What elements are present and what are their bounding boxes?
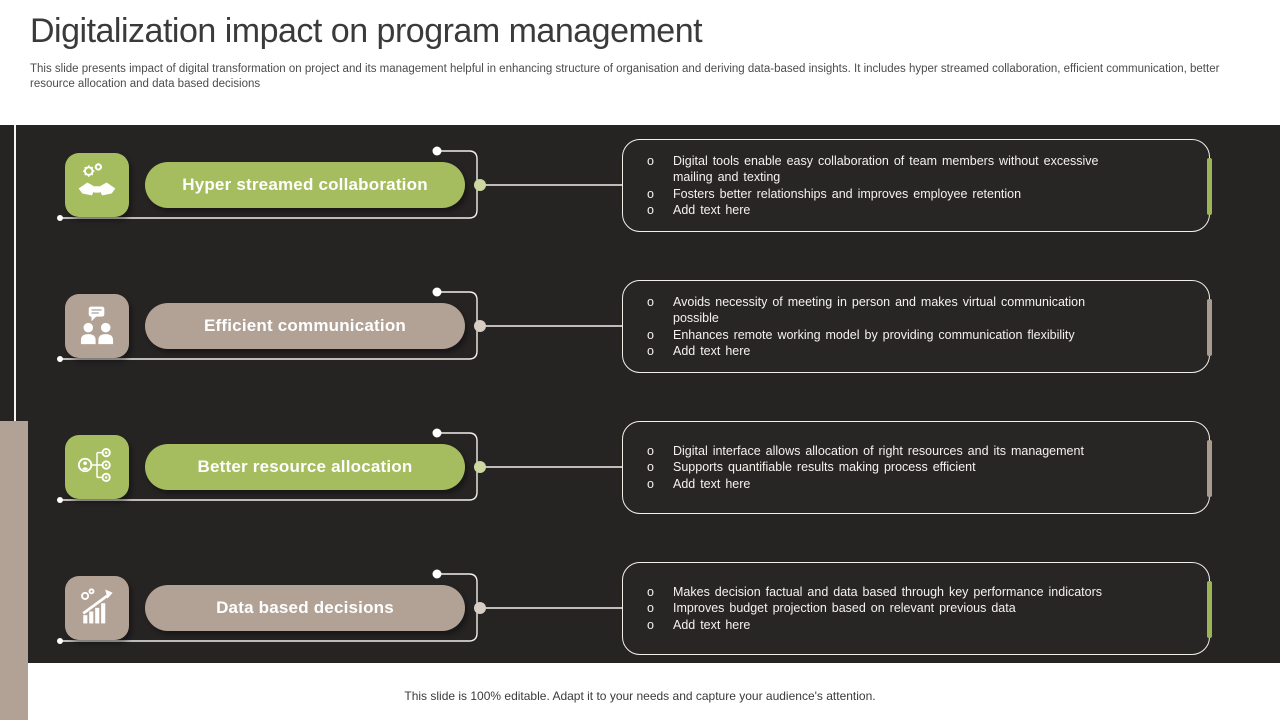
bullet-text: Enhances remote working model by providi…: [673, 327, 1075, 342]
connector-bracket: [57, 569, 624, 644]
icon-tile: [65, 294, 129, 358]
bullet-marker: o: [647, 327, 654, 342]
row-label-pill: Efficient communication: [145, 303, 465, 349]
bullet-marker: o: [647, 294, 654, 309]
bullet-text: Improves budget projection based on rele…: [673, 601, 1016, 616]
bullet-marker: o: [647, 344, 654, 358]
accent-bar: [1207, 440, 1212, 497]
row-label: Hyper streamed collaboration: [182, 175, 428, 194]
bullet-text: Fosters better relationships and improve…: [673, 186, 1022, 201]
handshake-gears-icon: [78, 162, 116, 195]
impact-row: Efficient communication o Avoids necessit…: [0, 280, 1280, 373]
bullet-item: o Avoids necessity of meeting in person a…: [647, 294, 1109, 327]
bullet-list: o Digital tools enable easy collaboration…: [623, 153, 1209, 219]
bullet-item: o Supports quantifiable results making pr…: [647, 459, 1084, 476]
accent-bar: [1207, 581, 1212, 638]
bullet-list: o Avoids necessity of meeting in person a…: [623, 294, 1209, 360]
detail-box: o Digital tools enable easy collaboration…: [622, 139, 1212, 232]
slide-header: Digitalization impact on program managem…: [30, 12, 1255, 92]
row-label-pill: Better resource allocation: [145, 444, 465, 490]
bullet-item: o Improves budget projection based on rel…: [647, 600, 1102, 617]
resource-allocation-icon: [77, 447, 111, 482]
bullet-marker: o: [647, 186, 654, 201]
bullet-text: Avoids necessity of meeting in person an…: [673, 294, 1086, 326]
icon-tile: [65, 435, 129, 499]
bullet-list: o Makes decision factual and data based t…: [623, 584, 1202, 634]
left-divider-line: [14, 125, 16, 421]
accent-bar: [1207, 158, 1212, 215]
bullet-item: o Add text here: [647, 476, 1084, 493]
bullet-item: o Digital interface allows allocation of …: [647, 443, 1084, 460]
icon-slot: [75, 584, 119, 633]
bullet-item: o Makes decision factual and data based t…: [647, 584, 1102, 601]
people-chat-icon: [80, 306, 114, 344]
footer-note: This slide is 100% editable. Adapt it to…: [404, 689, 876, 703]
bullet-item: o Add text here: [647, 617, 1102, 634]
impact-row: Data based decisions o Makes decision fac…: [0, 562, 1280, 655]
impact-row: Hyper streamed collaboration o Digital to…: [0, 139, 1280, 232]
bullet-marker: o: [647, 153, 654, 168]
impact-row: Better resource allocation o Digital inte…: [0, 421, 1280, 514]
icon-tile: [65, 576, 129, 640]
bullet-text: Add text here: [673, 617, 751, 632]
bullet-item: o Add text here: [647, 202, 1109, 219]
left-tan-column: [0, 421, 28, 720]
icon-tile: [65, 153, 129, 217]
slide-subtitle: This slide presents impact of digital tr…: [30, 63, 1220, 90]
connector-bracket: [57, 146, 624, 221]
bullet-marker: o: [647, 443, 654, 458]
accent-bar: [1207, 299, 1212, 356]
bullet-text: Supports quantifiable results making pro…: [673, 460, 976, 475]
connector-bracket: [57, 287, 624, 362]
bullet-text: Digital tools enable easy collaboration …: [673, 153, 1099, 185]
row-label: Data based decisions: [216, 598, 394, 617]
bullet-text: Digital interface allows allocation of r…: [673, 443, 1084, 458]
page-title: Digitalization impact on program managem…: [30, 12, 703, 50]
detail-box: o Digital interface allows allocation of …: [622, 421, 1212, 514]
bullet-item: o Enhances remote working model by provid…: [647, 327, 1109, 344]
connector-bracket: [57, 428, 624, 503]
bullet-list: o Digital interface allows allocation of …: [623, 443, 1184, 493]
bullet-marker: o: [647, 460, 654, 475]
icon-slot: [75, 161, 119, 210]
growth-chart-icon: [81, 587, 113, 623]
bullet-text: Add text here: [673, 203, 751, 217]
bullet-marker: o: [647, 203, 654, 217]
bullet-text: Makes decision factual and data based th…: [673, 584, 1103, 599]
row-label-pill: Hyper streamed collaboration: [145, 162, 465, 208]
bullet-item: o Add text here: [647, 343, 1109, 360]
icon-slot: [75, 302, 119, 351]
row-label: Better resource allocation: [197, 457, 413, 476]
bullet-marker: o: [647, 476, 654, 491]
bullet-text: Add text here: [673, 344, 751, 358]
bullet-marker: o: [647, 584, 654, 599]
row-label-pill: Data based decisions: [145, 585, 465, 631]
bullet-item: o Fosters better relationships and improv…: [647, 186, 1109, 203]
bullet-marker: o: [647, 601, 654, 616]
bullet-text: Add text here: [673, 476, 751, 491]
row-label: Efficient communication: [203, 316, 406, 335]
icon-slot: [75, 443, 119, 492]
detail-box: o Makes decision factual and data based t…: [622, 562, 1212, 655]
bullet-item: o Digital tools enable easy collaboration…: [647, 153, 1109, 186]
detail-box: o Avoids necessity of meeting in person a…: [622, 280, 1212, 373]
bullet-marker: o: [647, 617, 654, 632]
